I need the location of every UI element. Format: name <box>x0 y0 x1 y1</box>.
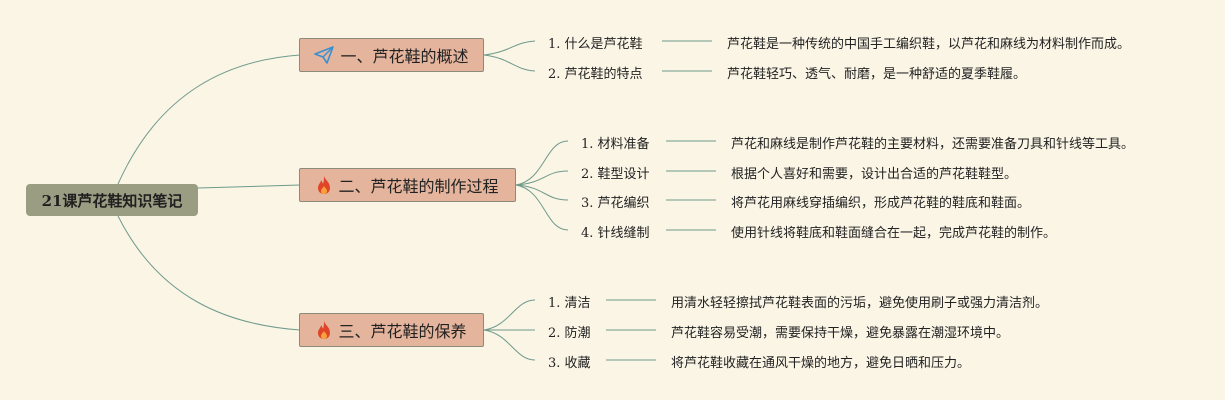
root-to-branch-1-line <box>117 54 301 185</box>
paper-plane-icon <box>314 46 335 64</box>
branch-label: 一、芦花鞋的概述 <box>340 47 469 66</box>
branch-label: 二、芦花鞋的制作过程 <box>338 177 499 196</box>
branch-1-to-item-1-line <box>483 40 536 56</box>
branch-3-to-item-1-line <box>483 299 536 331</box>
leaf-description: 芦花鞋是一种传统的中国手工编织鞋，以芦花和麻线为材料制作而成。 <box>727 37 1131 52</box>
leaf-description: 芦花鞋轻巧、透气、耐磨，是一种舒适的夏季鞋履。 <box>727 67 1027 82</box>
leaf-node[interactable]: 2. 防潮 <box>548 326 591 341</box>
fire-icon <box>316 175 332 195</box>
root-node[interactable]: 21课芦花鞋知识笔记 <box>26 184 198 216</box>
leaf-description: 芦花鞋容易受潮，需要保持干燥，避免暴露在潮湿环境中。 <box>671 326 1010 341</box>
branch-2-to-item-2-line <box>515 170 569 186</box>
branch-1-to-item-2-line <box>483 54 536 72</box>
branch-2-to-item-3-line <box>515 184 569 201</box>
branch-node-process[interactable]: 二、芦花鞋的制作过程 <box>299 168 516 202</box>
leaf-description: 将芦花用麻线穿插编织，形成芦花鞋的鞋底和鞋面。 <box>731 196 1031 211</box>
root-label: 21课芦花鞋知识笔记 <box>41 191 183 210</box>
leaf-node[interactable]: 3. 收藏 <box>548 356 591 371</box>
leaf-node[interactable]: 2. 芦花鞋的特点 <box>548 67 643 82</box>
branch-3-to-item-3-line <box>483 329 536 361</box>
branch-label: 三、芦花鞋的保养 <box>338 322 467 341</box>
leaf-description: 使用针线将鞋底和鞋面缝合在一起，完成芦花鞋的制作。 <box>731 226 1057 241</box>
leaf-node[interactable]: 1. 什么是芦花鞋 <box>548 37 643 52</box>
branch-2-to-item-1-line <box>515 140 569 186</box>
leaf-node[interactable]: 1. 清洁 <box>548 296 591 311</box>
branch-node-maintenance[interactable]: 三、芦花鞋的保养 <box>299 313 484 347</box>
root-to-branch-3-line <box>117 215 301 331</box>
leaf-description: 根据个人喜好和需要，设计出合适的芦花鞋鞋型。 <box>731 167 1018 182</box>
leaf-node[interactable]: 2. 鞋型设计 <box>581 167 650 182</box>
branch-2-to-item-4-line <box>515 184 569 231</box>
leaf-description: 芦花和麻线是制作芦花鞋的主要材料，还需要准备刀具和针线等工具。 <box>731 137 1135 152</box>
fire-icon <box>316 320 332 340</box>
leaf-node[interactable]: 4. 针线缝制 <box>581 226 650 241</box>
leaf-node[interactable]: 1. 材料准备 <box>581 137 650 152</box>
root-to-branch-2-line <box>197 184 301 189</box>
branch-node-overview[interactable]: 一、芦花鞋的概述 <box>299 38 484 72</box>
leaf-description: 用清水轻轻擦拭芦花鞋表面的污垢，避免使用刷子或强力清洁剂。 <box>671 296 1049 311</box>
leaf-description: 将芦花鞋收藏在通风干燥的地方，避免日晒和压力。 <box>671 356 971 371</box>
leaf-node[interactable]: 3. 芦花编织 <box>581 196 650 211</box>
